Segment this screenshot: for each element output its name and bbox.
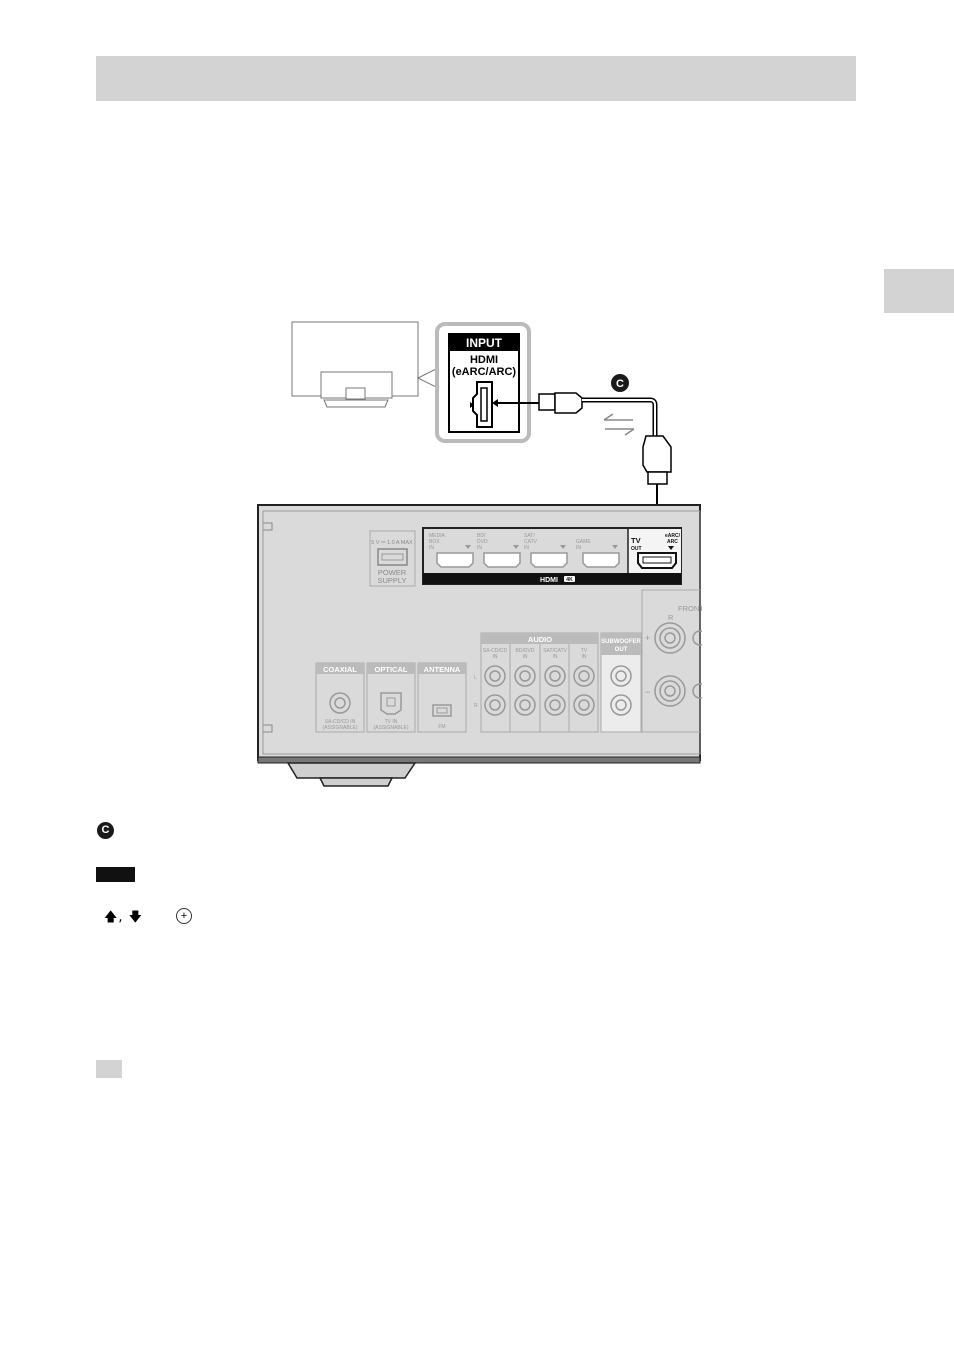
cable-marker-c-label: C (616, 378, 624, 390)
audio-col-4-label-2: IN (582, 654, 587, 660)
optical-caption-2: (ASSIGNABLE) (373, 725, 408, 731)
usb-power-supply-port: 5 V ⎓ 1.0 A MAX POWER SUPPLY (369, 530, 416, 587)
hdmi-port-4-icon (582, 552, 620, 568)
enter-button-icon: + (176, 908, 192, 924)
cable-marker-c-text: C (101, 824, 110, 836)
power-supply-rating: 5 V ⎓ 1.0 A MAX (371, 540, 413, 546)
coaxial-caption-1: SA-CD/CD IN (325, 719, 356, 725)
front-minus-label: − (645, 687, 650, 697)
hdmi-port-4-label-3: IN (576, 545, 581, 551)
antenna-input: ANTENNA FM (417, 662, 467, 733)
audio-row-l: L (474, 675, 477, 681)
tv-out-label-2: OUT (631, 546, 642, 552)
subwoofer-output: SUBWOOFER OUT (600, 632, 642, 733)
subwoofer-jack-2-icon (610, 694, 632, 716)
hdmi-port-2-label-1: BD/ (477, 533, 486, 539)
audio-col-2-label-1: BD/DVD (516, 648, 535, 654)
optical-title: OPTICAL (375, 665, 408, 674)
coaxial-jack-icon (329, 692, 351, 714)
connection-illustration: INPUT HDMI (eARC/ARC) C 5 V (250, 318, 702, 790)
optical-caption-1: TV IN (385, 719, 398, 725)
audio-rca-jack-icons (484, 665, 595, 716)
audio-col-1-label-1: SA-CD/CD (483, 648, 508, 654)
audio-col-3-label-2: IN (553, 654, 558, 660)
power-supply-label-1: POWER (378, 568, 407, 577)
note-label-box (96, 867, 135, 882)
antenna-caption: FM (438, 724, 445, 730)
subwoofer-label-2: OUT (615, 647, 628, 653)
audio-row-r: R (474, 703, 478, 709)
coaxial-input: COAXIAL SA-CD/CD IN (ASSIGNABLE) (315, 662, 365, 733)
tv-hdmi-input-panel: INPUT HDMI (eARC/ARC) (435, 322, 531, 443)
hdmi-port-3-icon (530, 552, 568, 568)
power-supply-label-2: SUPPLY (377, 576, 406, 585)
audio-col-4-label-1: TV (581, 648, 588, 654)
hdmi-port-2-icon (483, 552, 521, 568)
hdmi-port-3-label-1: SAT/ (524, 533, 535, 539)
cable-marker-c-icon (611, 374, 629, 392)
front-side-label: R (668, 613, 674, 622)
subwoofer-label-1: SUBWOOFER (601, 639, 641, 645)
front-speaker-terminals: FRONT R + − (641, 589, 702, 733)
tv-out-earc-label-1: eARC/ (665, 533, 681, 539)
section-header-bar (96, 56, 856, 101)
hdmi-input-block: HDMI 4K MEDIA BOX IN BD/ DVD IN SAT/ CAT… (422, 527, 682, 585)
audio-col-1-label-2: IN (493, 654, 498, 660)
hdmi-port-3-label-2: CATV (524, 539, 538, 545)
antenna-jack-icon (432, 704, 452, 717)
hdmi-port-1-icon (436, 552, 474, 568)
hdmi-port-1-label-3: IN (429, 545, 434, 551)
tv-hdmi-label: HDMI (470, 354, 498, 366)
front-plus-label: + (645, 633, 650, 643)
tv-out-earc-label-2: ARC (667, 539, 678, 545)
audio-col-3-label-1: SAT/CATV (543, 648, 567, 654)
hdmi-port-1-label-2: BOX (429, 539, 440, 545)
hdmi-4k-badge: 4K (566, 577, 573, 583)
front-terminal-plus-icon (654, 622, 686, 654)
cable-marker-c-icon: C (97, 822, 114, 839)
audio-title: AUDIO (528, 635, 552, 644)
tv-input-label: INPUT (466, 336, 503, 350)
hint-label-box (96, 1060, 122, 1078)
coaxial-caption-2: (ASSIGNABLE) (322, 725, 357, 731)
hdmi-port-3-label-3: IN (524, 545, 529, 551)
antenna-title: ANTENNA (424, 665, 461, 674)
subwoofer-jack-1-icon (610, 665, 632, 687)
tv-out-label-1: TV (631, 536, 641, 545)
audio-col-2-label-2: IN (523, 654, 528, 660)
optical-input: OPTICAL TV IN (ASSIGNABLE) (366, 662, 416, 733)
tv-illustration (291, 321, 443, 408)
front-terminal-minus-icon (654, 675, 686, 707)
tv-earc-label: (eARC/ARC) (452, 366, 517, 378)
hdmi-bar-label: HDMI (540, 577, 558, 584)
coaxial-title: COAXIAL (323, 665, 357, 674)
hdmi-port-4-label-1: GAME (576, 539, 591, 545)
hdmi-port-1-label-1: MEDIA (429, 533, 446, 539)
audio-input-block: AUDIO L R SA-CD/CD IN BD/DVD IN SAT/CATV… (474, 632, 599, 733)
enter-button-symbol: + (180, 910, 188, 922)
hdmi-port-2-label-3: IN (477, 545, 482, 551)
hdmi-port-2-label-2: DVD (477, 539, 488, 545)
front-title: FRONT (678, 604, 702, 613)
optical-jack-icon (380, 692, 402, 715)
chapter-side-tab (884, 269, 954, 313)
arrow-keys-icon: 🡅, 🡇 (104, 910, 143, 925)
hdmi-cable (492, 392, 672, 554)
